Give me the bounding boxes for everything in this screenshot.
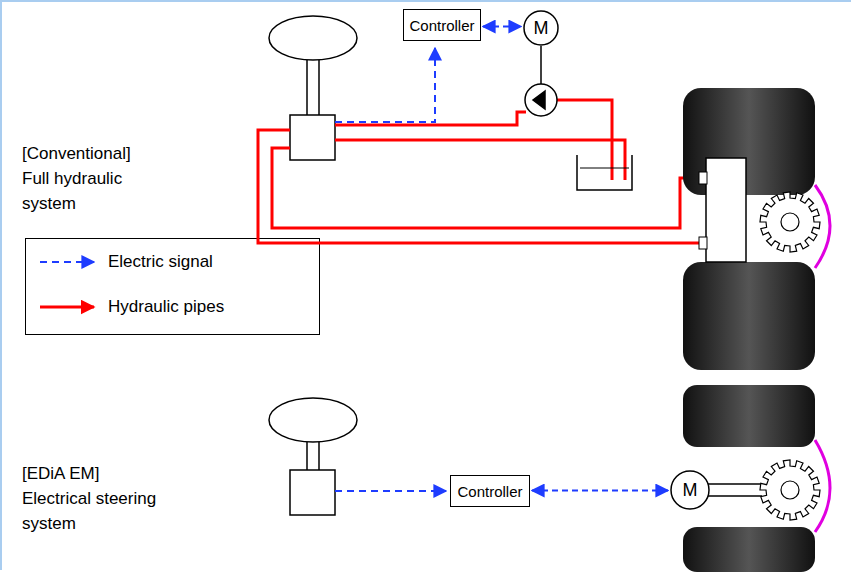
gear-teeth xyxy=(760,460,820,520)
legend-text: Electric signal xyxy=(108,251,213,273)
tire xyxy=(683,527,815,572)
hydraulic-pipes xyxy=(258,100,700,243)
gear xyxy=(760,192,820,252)
cylinder xyxy=(706,158,746,262)
tie-rod xyxy=(815,440,830,532)
pump-symbol xyxy=(525,46,557,116)
system-label: [Conventional] xyxy=(22,141,172,166)
tank xyxy=(577,155,632,190)
electric-signal xyxy=(335,48,435,122)
system-label: Full hydraulic system xyxy=(22,166,147,216)
node-text: M xyxy=(534,18,549,39)
node-text: M xyxy=(683,480,698,501)
motor-circle: M xyxy=(670,470,710,510)
system-label: [EDiA EM] xyxy=(22,461,172,486)
controller-box: Controller xyxy=(403,9,481,41)
signal-connector xyxy=(532,490,668,492)
tire xyxy=(683,88,815,195)
node-text: Controller xyxy=(457,483,522,500)
tire xyxy=(683,262,815,370)
steering-wheel xyxy=(269,16,357,160)
tire xyxy=(683,385,815,447)
signal-connector xyxy=(483,26,521,28)
port xyxy=(699,237,707,249)
port xyxy=(699,172,707,184)
motor-shaft xyxy=(708,483,762,485)
gear xyxy=(760,460,820,520)
steering-wheel xyxy=(269,398,357,515)
legend-text: Hydraulic pipes xyxy=(108,296,224,318)
motor-circle: M xyxy=(523,10,559,46)
gear-teeth xyxy=(760,192,820,252)
legend-sample xyxy=(40,306,94,309)
system-label: Electrical steering system xyxy=(22,486,187,536)
tank-level xyxy=(580,168,629,169)
legend-sample xyxy=(40,261,94,263)
gear-hub xyxy=(781,481,799,499)
gear-hub xyxy=(781,213,799,231)
node-text: Controller xyxy=(409,17,474,34)
controller-box: Controller xyxy=(450,475,530,507)
electric-signal xyxy=(335,490,446,492)
motor-shaft xyxy=(708,495,762,497)
